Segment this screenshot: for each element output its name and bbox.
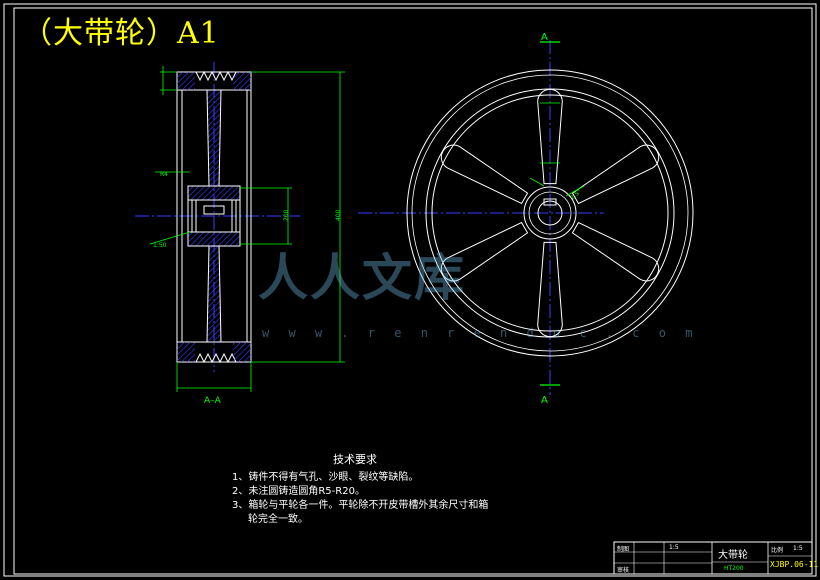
- hub-hatch-bottom: [187, 231, 241, 247]
- web-lower: [206, 245, 222, 343]
- belt-grooves-bottom: [195, 352, 237, 364]
- spoke: [440, 144, 529, 205]
- hub-outer: [523, 186, 577, 240]
- section-view: [135, 62, 345, 392]
- rim-outer: [406, 69, 694, 357]
- spoke: [537, 241, 563, 338]
- section-mark-bottom: A: [541, 395, 548, 406]
- title-block: [613, 541, 813, 575]
- title-block-cell-draw: 制图: [617, 546, 630, 553]
- belt-grooves-top: [195, 70, 237, 82]
- watermark-text: 人人文库: [258, 248, 466, 307]
- front-keyway: [543, 198, 557, 206]
- section-mark-top: A: [541, 32, 548, 43]
- hub-hatch-top: [187, 185, 241, 201]
- rim-inner: [431, 94, 669, 332]
- spoke: [440, 221, 529, 282]
- web-upper: [206, 89, 222, 187]
- title-block-cell-check: 审核: [617, 567, 630, 574]
- dim-label-scale: 1:50: [153, 242, 167, 249]
- front-view: [358, 40, 694, 395]
- drawing-number: XJBP.06-11: [770, 560, 819, 569]
- section-label: A–A: [204, 396, 222, 406]
- dim-label-outer: 400: [335, 209, 342, 221]
- drawing-title: （大带轮）A1: [22, 16, 220, 51]
- bore: [191, 199, 237, 233]
- tech-requirements-heading: 技术要求: [333, 453, 377, 466]
- bore-circle: [537, 200, 563, 226]
- dim-label-hub: 200: [283, 209, 290, 221]
- scale-value: 1:5: [793, 545, 803, 552]
- hub-inner: [528, 191, 572, 235]
- spokes: [440, 88, 660, 338]
- tech-requirement-line: 3、箱轮与平轮各一件。平轮除不开皮带槽外其余尺寸和箱: [232, 500, 489, 511]
- tech-requirement-line: 2、未注圆铸造圆角R5-R20。: [232, 486, 365, 497]
- dim-label-r4: R4: [160, 171, 168, 178]
- spoke: [537, 88, 563, 185]
- tech-requirement-line: 轮完全一致。: [248, 514, 308, 525]
- spoke: [571, 144, 660, 205]
- inner-border: [13, 7, 813, 575]
- keyway: [203, 205, 225, 215]
- material: HT200: [724, 565, 744, 572]
- outer-border: [3, 3, 817, 577]
- watermark-url: w w w . r e n r e n d o c . c o m: [262, 326, 699, 340]
- tech-requirement-line: 1、铸件不得有气孔、沙眼、裂纹等缺陷。: [232, 472, 419, 483]
- scale-label: 比例: [771, 547, 784, 554]
- rim-groove-1: [411, 74, 689, 352]
- part-name: 大带轮: [718, 550, 748, 561]
- title-block-ratio-cell: 1:5: [669, 544, 679, 551]
- spoke: [571, 221, 660, 282]
